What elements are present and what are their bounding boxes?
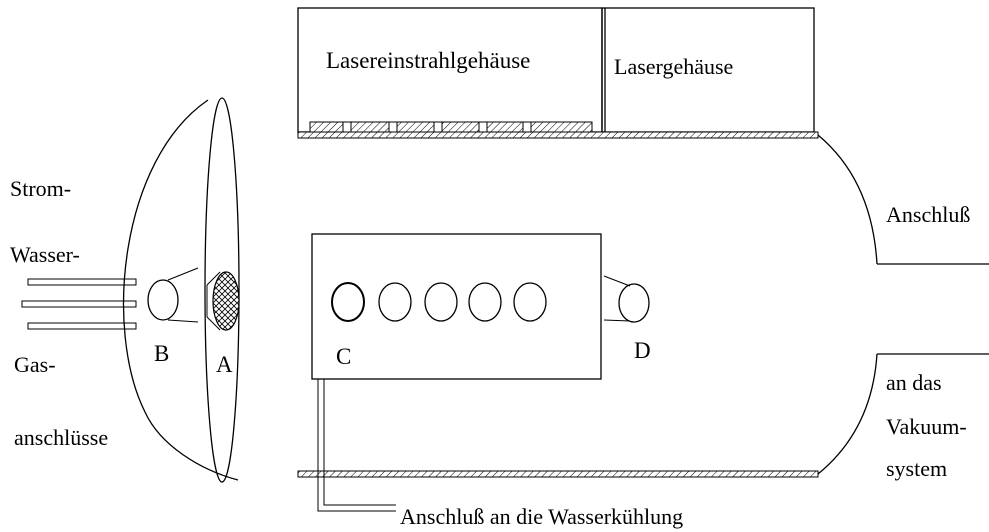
feedthrough-pipes (21, 278, 137, 330)
label-wasser: Wasser- (10, 242, 80, 267)
label-water-cooling: Anschluß an die Wasserkühlung (400, 504, 683, 529)
lens (468, 282, 502, 322)
label-anschluss: Anschluß (886, 202, 970, 227)
chamber-right-end-cap-lower (817, 353, 878, 475)
component-d (603, 275, 650, 323)
label-b: B (154, 341, 169, 366)
laser-inlet-housing-label: Lasereinstrahlgehäuse (326, 48, 530, 73)
laser-housing-label: Lasergehäuse (614, 54, 733, 79)
lens (378, 282, 412, 322)
laser-inlet-housing: Lasereinstrahlgehäuse (297, 7, 603, 133)
chamber-bottom-wall (297, 470, 819, 478)
chamber-top-wall (297, 131, 819, 139)
label-gas: Gas- (14, 352, 56, 377)
label-vakuum: Vakuum- (886, 414, 967, 439)
component-a-mesh (206, 271, 240, 331)
label-system: system (886, 456, 947, 481)
laser-housing: Lasergehäuse (601, 7, 815, 133)
label-a: A (216, 352, 233, 377)
water-cooling-pipe (317, 379, 396, 512)
lens (424, 282, 458, 322)
label-anschluesse: anschlüsse (14, 425, 108, 450)
lens (331, 282, 365, 322)
chamber-right-end-cap-upper (817, 134, 878, 265)
chamber-dome-cap (122, 97, 240, 483)
label-d: D (634, 338, 651, 363)
lens (513, 282, 547, 322)
label-strom: Strom- (10, 176, 71, 201)
component-b (147, 267, 199, 323)
component-c-box (311, 233, 602, 380)
label-c: C (336, 344, 351, 369)
label-an-das: an das (886, 370, 942, 395)
